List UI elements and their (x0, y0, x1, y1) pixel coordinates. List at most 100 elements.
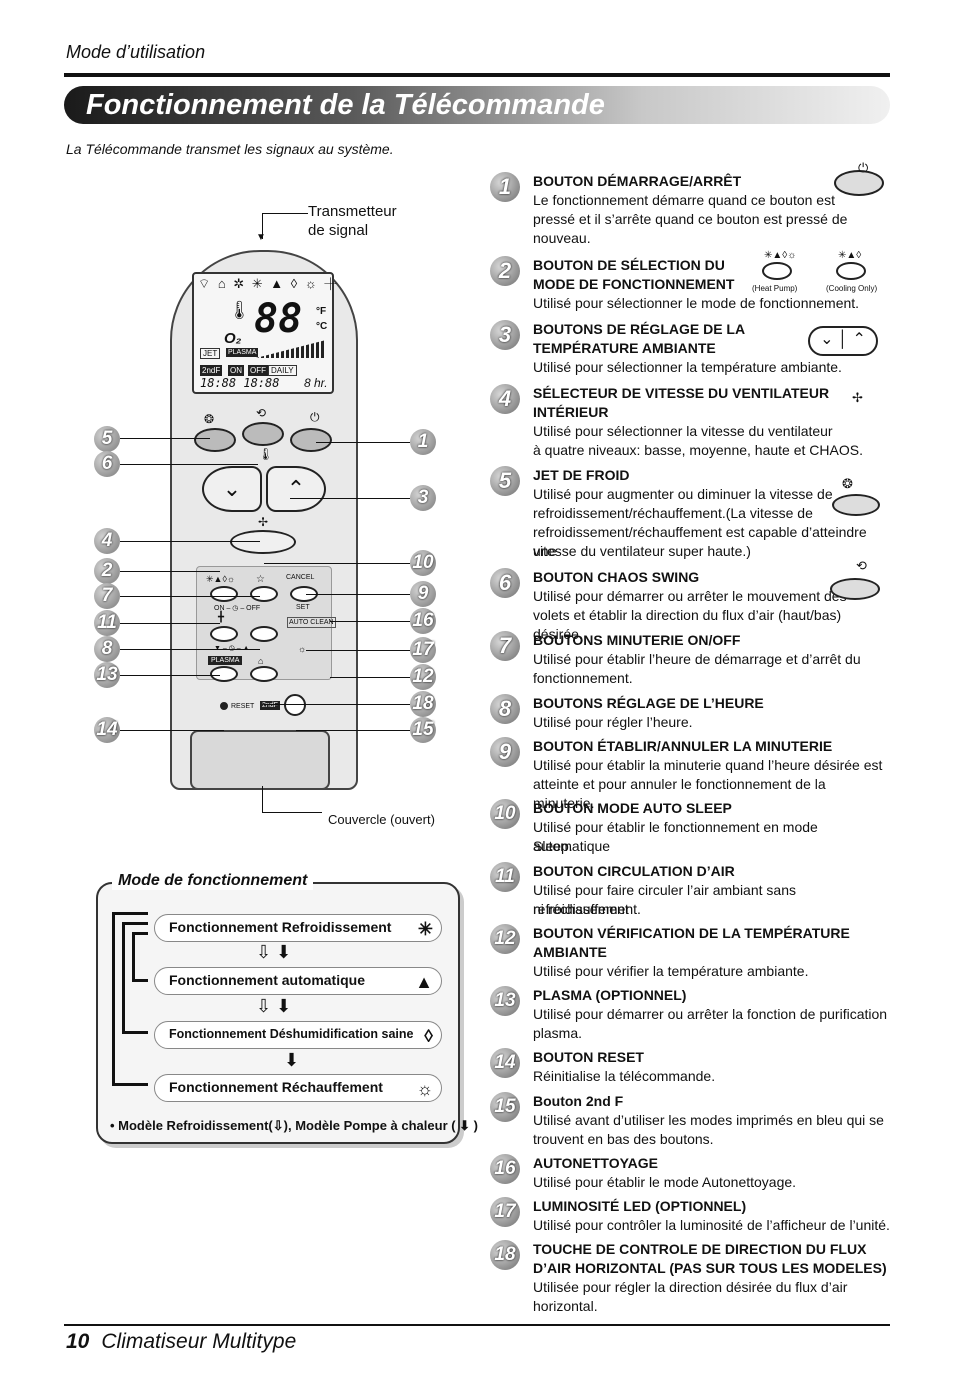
callout-11-left: 11 (94, 610, 120, 636)
item-text-line: Utilisé pour établir le mode Autonettoya… (533, 1174, 797, 1190)
item-number-badge: 15 (490, 1092, 520, 1122)
mode-note: • Modèle Refroidissement(⇩), Modèle Pomp… (110, 1118, 479, 1133)
mode-bracket-inner (132, 932, 148, 982)
leader-17 (306, 650, 410, 651)
item-number-badge: 14 (490, 1048, 520, 1078)
item-title-line2: TEMPÉRATURE AMBIANTE (533, 340, 716, 356)
lcd-on: ON (228, 365, 244, 376)
mode-symbols-icon: ✳▲◊☼ (764, 250, 797, 261)
snowflake-icon: ✳ (417, 919, 433, 939)
item-17: 17 LUMINOSITÉ LED (OPTIONNEL) Utilisé pour… (490, 1197, 890, 1267)
callout-17-right: 17 (410, 637, 436, 663)
item-number-badge: 1 (490, 172, 520, 202)
callout-13-left: 13 (94, 662, 120, 688)
mode-symbols-icon: ✳▲◊ (838, 250, 862, 261)
lcd-digits: 88 (254, 296, 303, 342)
callout-18-right: 18 (410, 691, 436, 717)
lcd-2ndf: 2ndF (200, 365, 223, 376)
item-text-line: Réinitialise la télécommande. (533, 1068, 716, 1084)
page-title: Fonctionnement de la Télécommande (86, 89, 605, 121)
top-rule (64, 73, 890, 77)
mode-button-caption: (Heat Pump) (752, 284, 798, 293)
lcd-times: 18:88 18:88 (200, 376, 280, 390)
chaos-swing-button[interactable] (242, 422, 284, 446)
lcd-units: °F°C (316, 306, 328, 332)
lcd-jet: JET (200, 348, 221, 359)
mode-button-illustration (836, 262, 866, 280)
auto-sleep-button[interactable] (250, 586, 278, 602)
item-title: BOUTON CHAOS SWING (533, 569, 700, 585)
item-button-symbol-icon: ⏻ (858, 160, 869, 175)
temp-down-button[interactable]: ⌄ (202, 466, 262, 512)
leader-2 (120, 571, 220, 572)
item-text-line: ni réchauffement. (533, 901, 641, 917)
item-title-line2: MODE DE FONCTIONNEMENT (533, 276, 735, 292)
fan-symbol-icon: ✢ (258, 515, 269, 529)
sleep-symbol-icon: ☆ (256, 574, 265, 585)
item-text-line: Utilisé pour démarrer ou arrêter le mouv… (533, 588, 847, 604)
item-text-line: Sleep. (533, 838, 573, 854)
temp-up-button[interactable]: ⌃ (266, 466, 326, 512)
item-text-line: Utilisé pour vérifier la température amb… (533, 963, 809, 979)
leader-1 (316, 442, 410, 443)
item-title: BOUTON RESET (533, 1049, 644, 1065)
on-off-text: ON – ◷ – OFF (214, 605, 261, 612)
item-title: LUMINOSITÉ LED (OPTIONNEL) (533, 1198, 747, 1214)
mode-box-title: Mode de fonctionnement (112, 872, 314, 890)
plasma-button[interactable] (210, 666, 238, 682)
item-number-badge: 17 (490, 1197, 520, 1227)
item-number-badge: 6 (490, 568, 520, 598)
lcd-off: OFF (248, 365, 268, 376)
item-6: 6 BOUTON CHAOS SWING Utilisé pour démarrer… (490, 558, 890, 642)
item-number-badge: 9 (490, 737, 520, 767)
item-title: JET DE FROID (533, 467, 630, 483)
item-number-badge: 16 (490, 1154, 520, 1184)
item-title: BOUTON DE SÉLECTION DU (533, 257, 725, 273)
callout-10-right: 10 (410, 550, 436, 576)
item-title: BOUTON ÉTABLIR/ANNULER LA MINUTERIE (533, 738, 833, 754)
item-title: PLASMA (OPTIONNEL) (533, 987, 687, 1003)
leader-6 (120, 464, 258, 465)
mode-button[interactable] (210, 586, 238, 602)
lcd-fan-bars (256, 340, 326, 358)
callout-14-left: 14 (94, 717, 120, 743)
plasma-text: PLASMA (208, 656, 243, 665)
cover-label: Couvercle (ouvert) (328, 812, 435, 827)
jet-cool-button[interactable] (194, 428, 236, 452)
timer-on-button[interactable] (210, 626, 238, 642)
item-button-illustration (834, 170, 884, 196)
swing-symbol-icon: ⟲ (256, 406, 267, 420)
power-button[interactable] (290, 428, 332, 452)
item-button-symbol-icon: ✢ (852, 390, 863, 405)
leader-16 (330, 621, 410, 622)
mode-pill-dehumidify: Fonctionnement Déshumidification saine◊ (154, 1021, 442, 1049)
callout-16-right: 16 (410, 608, 436, 634)
item-text-line: Utilisé pour contrôler la luminosité de … (533, 1217, 890, 1233)
mode-button-illustration (762, 262, 792, 280)
timer-off-button[interactable] (250, 626, 278, 642)
item-button-illustration: ⌄ │ ⌃ (808, 326, 878, 356)
fan-speed-button[interactable] (230, 530, 296, 554)
item-text-line: refroidissement/réchauffement est capabl… (533, 524, 867, 559)
room-temp-button[interactable] (250, 666, 278, 682)
reset-button[interactable] (220, 702, 228, 710)
page-number: 10 (66, 1330, 90, 1353)
bottom-rule (64, 1324, 890, 1326)
mode-pill-heating: Fonctionnement Réchauffement☼ (154, 1074, 442, 1102)
lcd-mode-icons: ⌔ ⌂ ✲ ✳ ▲ ◊ ☼ ╋ (198, 276, 339, 291)
second-f-button[interactable] (284, 694, 306, 716)
mode-arrows-2: ⇩ ⬇ (256, 996, 292, 1016)
callout-6-left: 6 (94, 451, 120, 477)
item-text-line: vitesse du ventilateur super haute.) (533, 543, 751, 559)
circulation-symbol-icon: ╋ (218, 612, 225, 623)
mode-pill-auto: Fonctionnement automatique▲ (154, 967, 442, 995)
droplet-icon: ◊ (424, 1026, 433, 1046)
leader-13 (120, 675, 220, 676)
callout-15-right: 15 (410, 717, 436, 743)
